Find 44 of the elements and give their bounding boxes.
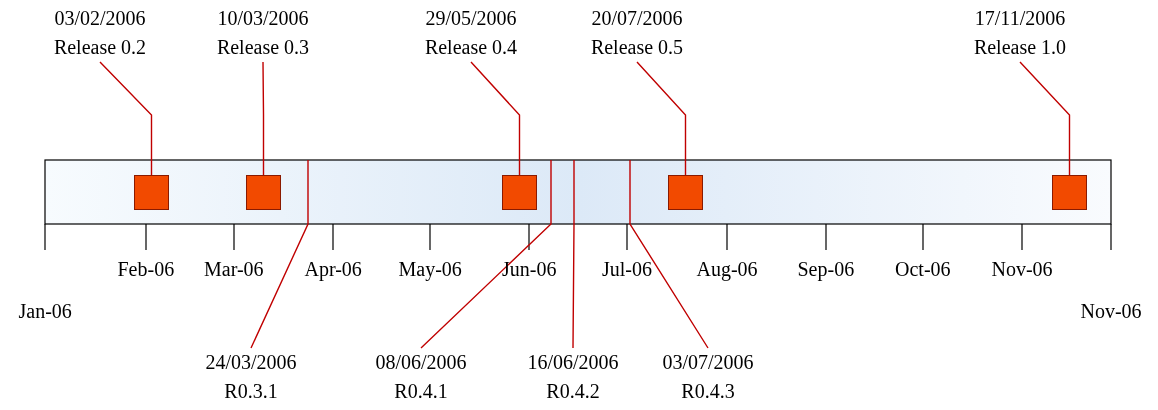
month-label: Feb-06	[117, 258, 175, 281]
leader-line	[572, 159, 575, 349]
month-label: Jul-06	[602, 258, 652, 281]
month-label: Apr-06	[304, 258, 362, 281]
leader-line	[470, 61, 521, 176]
release-label: R0.4.1	[394, 379, 448, 404]
release-label: Release 0.3	[216, 35, 310, 60]
month-label: Mar-06	[204, 258, 264, 281]
date-label: 29/05/2006	[425, 6, 517, 31]
leader-line	[262, 61, 265, 176]
leader-line	[1019, 61, 1071, 176]
month-label: May-06	[398, 258, 462, 281]
leader-line	[99, 61, 153, 176]
leader-line	[250, 159, 309, 349]
release-label: R0.4.2	[546, 379, 600, 404]
date-label: 10/03/2006	[217, 6, 309, 31]
month-label: Nov-06	[991, 258, 1053, 281]
release-label: Release 0.5	[590, 35, 684, 60]
release-marker	[134, 175, 169, 210]
date-label: 20/07/2006	[591, 6, 683, 31]
month-label: Nov-06	[1080, 300, 1142, 323]
month-label: Jan-06	[18, 300, 72, 323]
date-label: 08/06/2006	[375, 350, 467, 375]
month-label: Aug-06	[696, 258, 758, 281]
date-label: 17/11/2006	[974, 6, 1066, 31]
release-label: R0.4.3	[681, 379, 735, 404]
release-label: Release 0.2	[53, 35, 147, 60]
release-marker	[1052, 175, 1087, 210]
month-label: Oct-06	[895, 258, 951, 281]
release-label: Release 0.4	[424, 35, 518, 60]
release-label: Release 1.0	[973, 35, 1067, 60]
date-label: 16/06/2006	[527, 350, 619, 375]
leader-line	[629, 159, 709, 349]
date-label: 03/02/2006	[54, 6, 146, 31]
release-marker	[502, 175, 537, 210]
leader-line	[636, 61, 687, 176]
release-label: R0.3.1	[224, 379, 278, 404]
date-label: 03/07/2006	[662, 350, 754, 375]
month-label: Sep-06	[797, 258, 855, 281]
release-marker	[246, 175, 281, 210]
leader-line	[420, 159, 552, 349]
month-label: Jun-06	[502, 258, 557, 281]
date-label: 24/03/2006	[205, 350, 297, 375]
release-marker	[668, 175, 703, 210]
